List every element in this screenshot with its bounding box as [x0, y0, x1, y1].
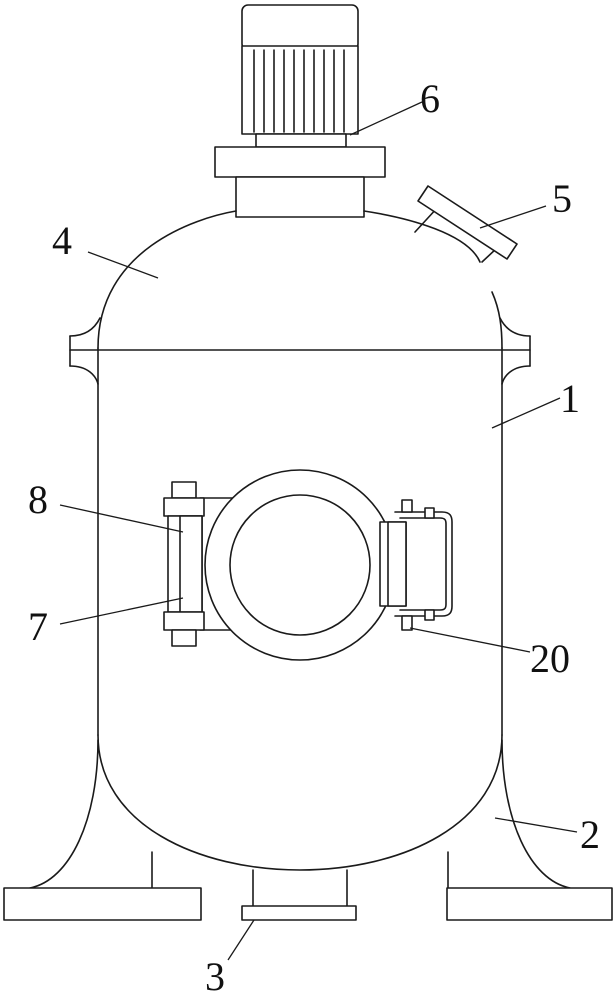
label-vessel-body: 1 — [560, 376, 580, 421]
label-bottom-outlet: 3 — [205, 954, 225, 999]
label-motor: 6 — [420, 76, 440, 121]
motor-cooling-fins — [253, 49, 345, 133]
leader-lines — [59, 101, 578, 961]
support-leg-left — [3, 739, 202, 921]
label-feed-port: 5 — [552, 176, 572, 221]
bottom-outlet — [241, 869, 357, 921]
motor — [214, 4, 386, 218]
right-lug — [499, 317, 531, 385]
left-lug — [69, 317, 101, 385]
label-support-leg: 2 — [580, 812, 600, 857]
manhole — [199, 469, 396, 661]
label-hinge-lower: 7 — [28, 604, 48, 649]
vessel-body — [69, 347, 531, 871]
feed-port — [414, 185, 518, 263]
label-hinge-upper: 8 — [28, 477, 48, 522]
latch-handle — [379, 499, 453, 631]
top-head — [97, 210, 503, 349]
label-top-head: 4 — [52, 218, 72, 263]
support-leg-right — [446, 739, 613, 921]
hinge — [163, 481, 205, 647]
label-latch-handle: 20 — [530, 636, 570, 681]
